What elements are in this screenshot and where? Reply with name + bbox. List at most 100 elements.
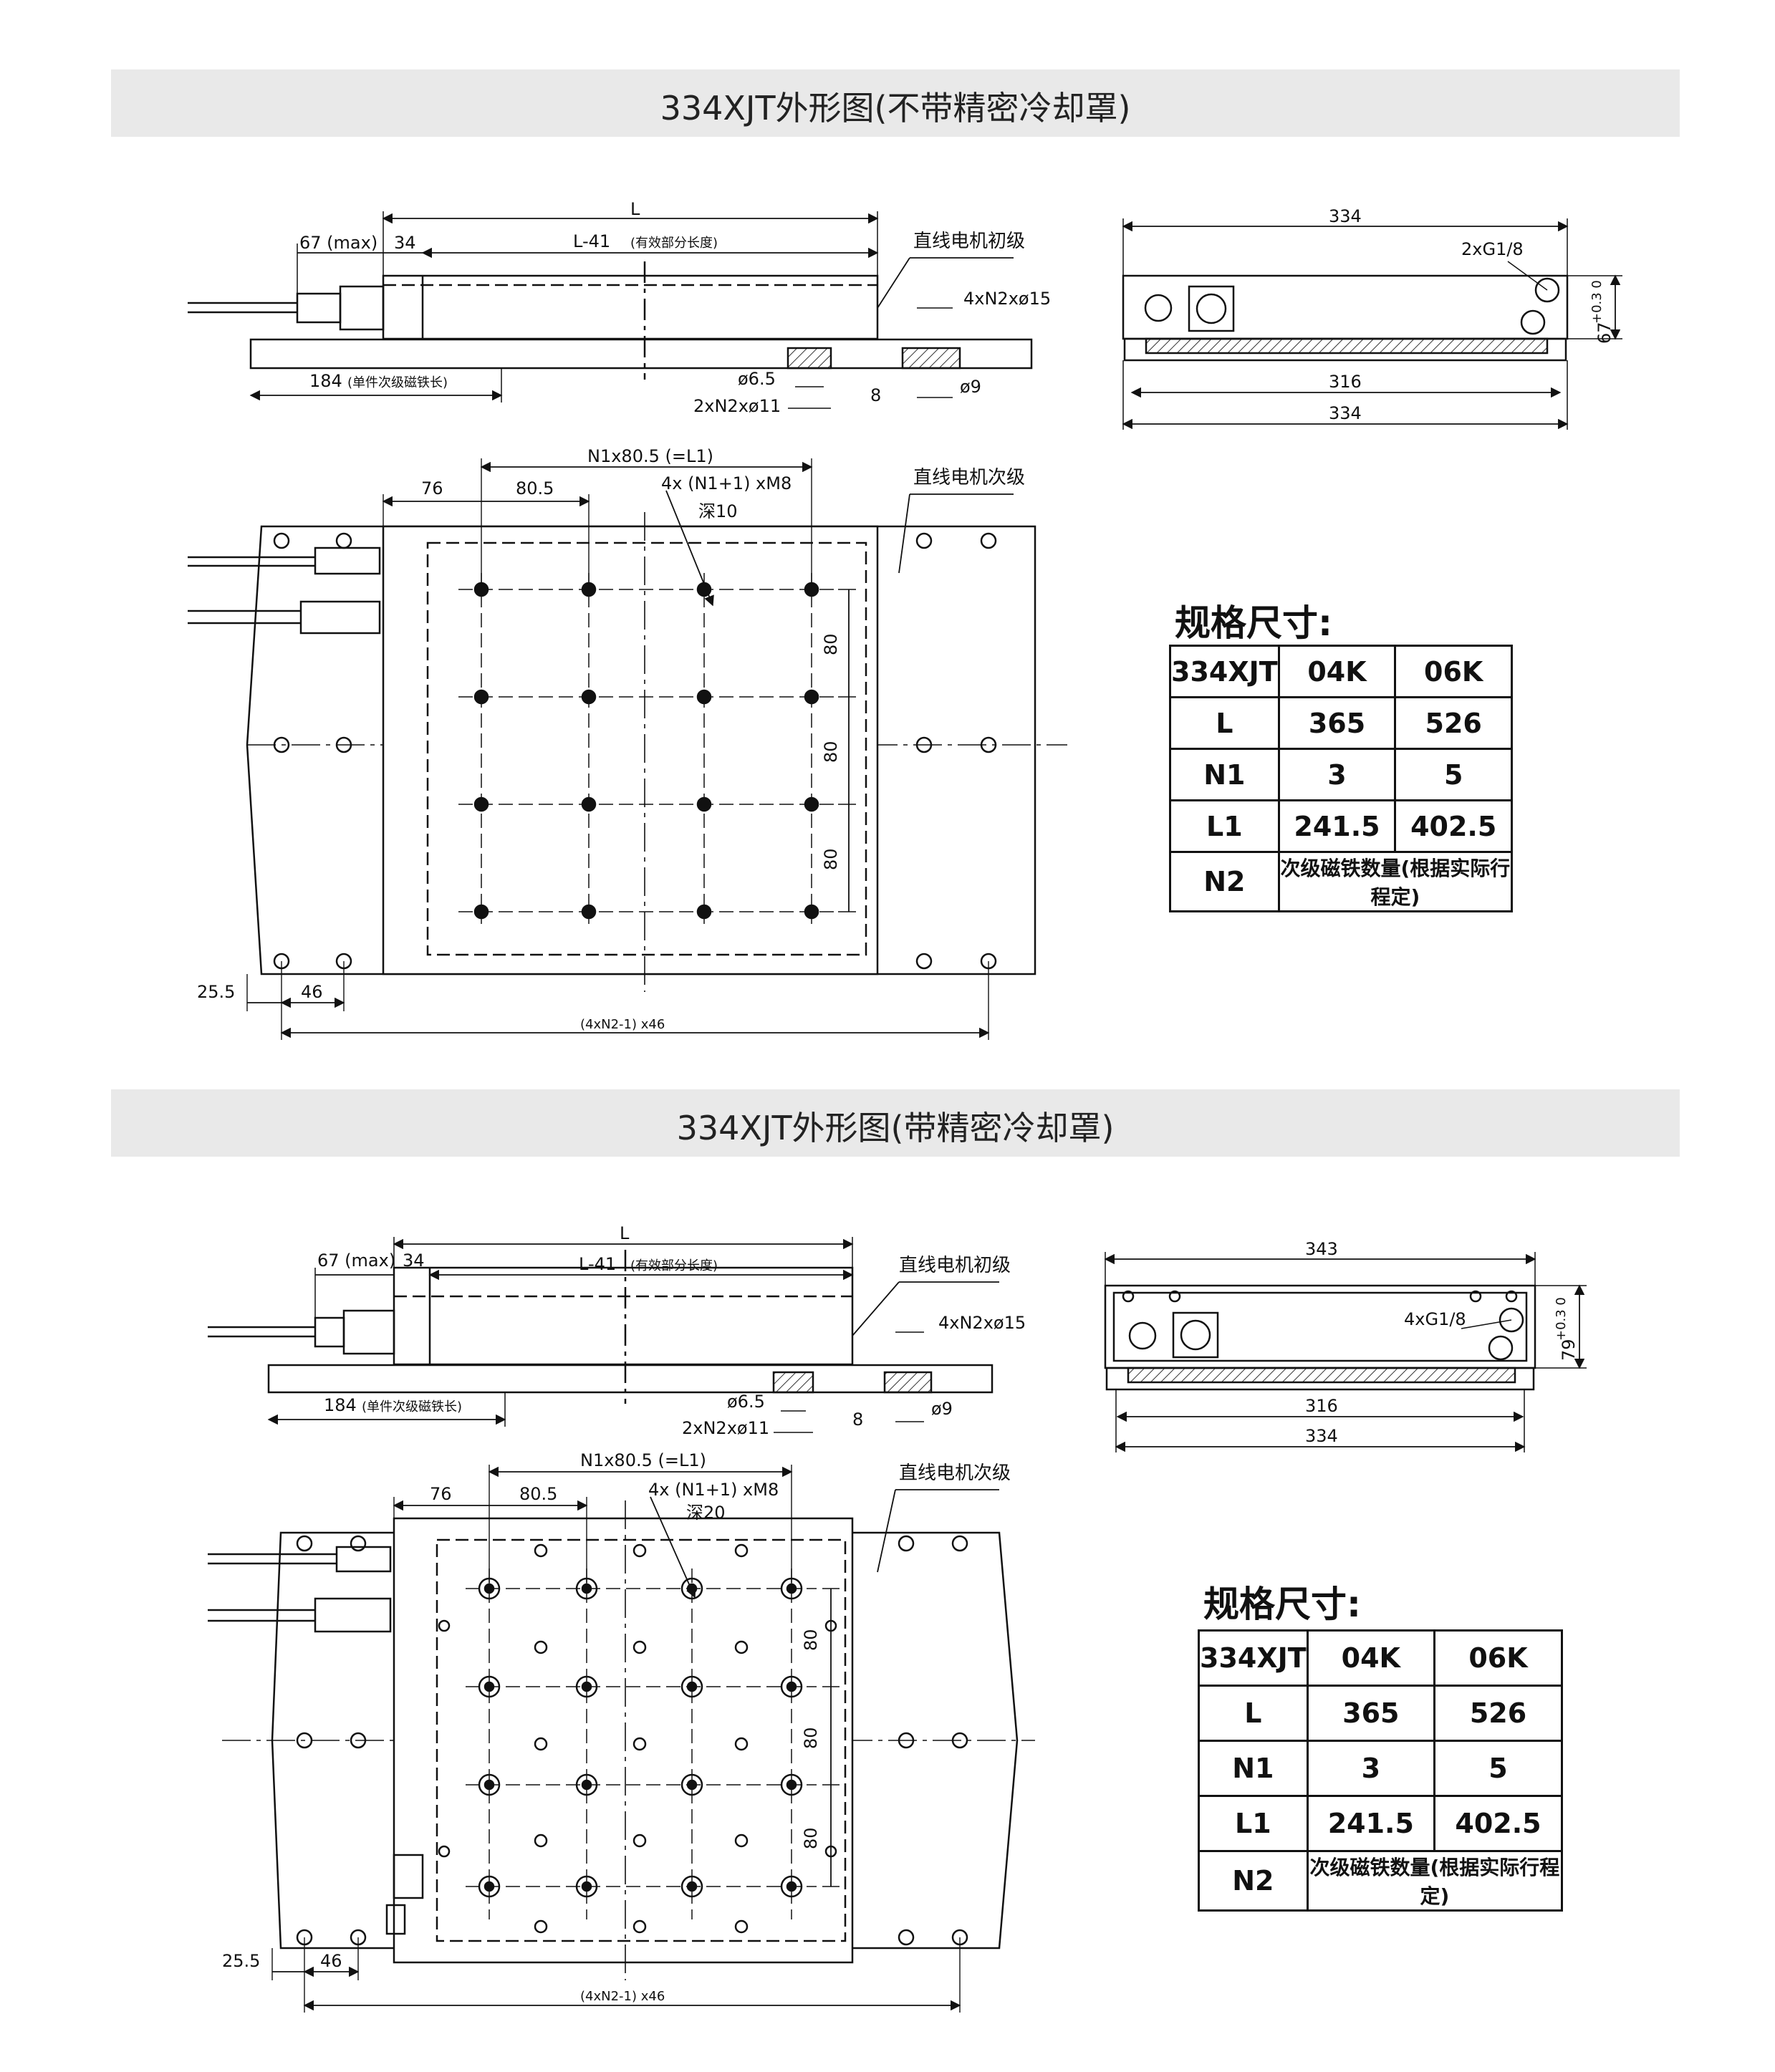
dim-6-5-2: ø6.5	[727, 1392, 765, 1412]
dim-n1: N1x80.5 (=L1)	[587, 446, 713, 466]
end-dim-height-2: 79	[1559, 1339, 1579, 1361]
holes-depth: 深10	[698, 501, 738, 521]
dim-2xN2x11-2: 2xN2xø11	[682, 1418, 769, 1438]
section-2-side-labels: L L-41 (有效部分长度) 67 (max) 34 184 (单件次级磁铁长…	[317, 1223, 1026, 1438]
dim-184-note: (单件次级磁铁长)	[347, 375, 448, 390]
spec-cell: 04K	[1306, 1629, 1435, 1687]
dim-8-2: 8	[852, 1410, 863, 1430]
spec-cell: L1	[1198, 1795, 1309, 1852]
dim-184-2: 184	[324, 1395, 357, 1415]
end-dim-height: 67	[1594, 322, 1615, 344]
dim-46-2: 46	[320, 1951, 342, 1971]
dim-80-c: 80	[821, 848, 841, 870]
end-dim-top: 334	[1329, 206, 1362, 226]
section-2-end-labels: 343 316 334 4xG1/8 79 +0.3 0	[1305, 1239, 1579, 1446]
dim-80-a-2: 80	[801, 1629, 821, 1651]
dim-4xN2x15-2: 4xN2xø15	[938, 1313, 1026, 1333]
dim-L-41-note-2: (有效部分长度)	[630, 1258, 718, 1273]
spec-cell: L	[1169, 696, 1280, 750]
spec-cell: L1	[1169, 799, 1280, 853]
spec-cell: 04K	[1277, 645, 1397, 698]
spec-cell: 402.5	[1394, 799, 1513, 853]
end-dim-bottom-2: 334	[1305, 1426, 1338, 1446]
secondary-label-2: 直线电机次级	[899, 1463, 1011, 1484]
dim-80-c-2: 80	[801, 1827, 821, 1849]
primary-label: 直线电机初级	[913, 231, 1025, 252]
spec-table-2: 334XJT 04K 06K L 365 526 N1 3 5 L1 241.5…	[1198, 1629, 1564, 1912]
dim-34: 34	[394, 233, 416, 253]
end-dim-316: 316	[1329, 372, 1362, 392]
dim-80-a: 80	[821, 633, 841, 655]
dim-80-5: 80.5	[516, 478, 554, 498]
section-1-end-labels: 334 316 334 2xG1/8 67 +0.3 0	[1329, 206, 1615, 423]
dim-25-5: 25.5	[197, 982, 235, 1002]
spec-cell: 365	[1277, 696, 1397, 750]
spec-cell: L	[1198, 1685, 1309, 1742]
dim-9-2: ø9	[931, 1399, 953, 1419]
end-height-tol-2: +0.3 0	[1554, 1297, 1569, 1341]
spec-cell: 334XJT	[1198, 1629, 1309, 1687]
dim-span: (4xN2-1) x46	[580, 1017, 665, 1032]
section-1-banner: 334XJT外形图(不带精密冷却罩)	[111, 69, 1680, 137]
spec-cell: 365	[1306, 1685, 1435, 1742]
spec-cell: N1	[1169, 748, 1280, 801]
spec-cell: 3	[1277, 748, 1397, 801]
dim-80-b: 80	[821, 741, 841, 763]
section-2-side-view	[208, 1237, 999, 1433]
section-2-top-labels: N1x80.5 (=L1) 76 80.5 4x (N1+1) xM8 深20 …	[222, 1450, 1011, 2004]
dim-L-41: L-41	[573, 231, 610, 251]
end-dim-top-2: 343	[1305, 1239, 1338, 1259]
section-1-side-labels: L L-41 (有效部分长度) 67 (max) 34 184 (单件次级磁铁长…	[299, 199, 1051, 416]
section-2-end-view	[1104, 1252, 1587, 1452]
end-thread-2: 4xG1/8	[1404, 1309, 1466, 1329]
dim-184: 184	[309, 371, 342, 391]
dim-80-b-2: 80	[801, 1727, 821, 1749]
spec-cell: N2	[1169, 851, 1280, 912]
section-1-end-view	[1122, 218, 1622, 430]
section-2-banner: 334XJT外形图(带精密冷却罩)	[111, 1089, 1680, 1157]
dim-80-5-2: 80.5	[519, 1484, 557, 1504]
dim-9: ø9	[960, 377, 981, 397]
end-dim-bottom: 334	[1329, 403, 1362, 423]
dim-25-5-2: 25.5	[222, 1951, 260, 1971]
dim-2xN2x11: 2xN2xø11	[693, 396, 781, 416]
spec-cell: 06K	[1433, 1629, 1564, 1687]
dim-34-2: 34	[403, 1251, 425, 1271]
dim-n1-2: N1x80.5 (=L1)	[580, 1450, 706, 1470]
end-thread: 2xG1/8	[1461, 239, 1524, 259]
section-1-title: 334XJT外形图(不带精密冷却罩)	[660, 89, 1131, 127]
holes-depth-2: 深20	[686, 1503, 726, 1523]
section-2-top-view	[208, 1465, 1035, 2013]
spec-cell: 5	[1433, 1740, 1564, 1797]
dim-8: 8	[870, 385, 881, 405]
holes-spec: 4x (N1+1) xM8	[661, 473, 792, 493]
primary-label-2: 直线电机初级	[899, 1255, 1011, 1276]
dim-L-41-note: (有效部分长度)	[630, 236, 718, 251]
spec-cell: 3	[1306, 1740, 1435, 1797]
dim-67max-2: 67 (max)	[317, 1251, 395, 1271]
end-dim-316-2: 316	[1305, 1396, 1338, 1416]
spec-cell: 526	[1394, 696, 1513, 750]
spec-cell: N2	[1198, 1850, 1309, 1912]
holes-spec-2: 4x (N1+1) xM8	[648, 1480, 779, 1500]
secondary-label: 直线电机次级	[913, 467, 1025, 488]
dim-L: L	[630, 199, 640, 219]
dim-6-5: ø6.5	[738, 369, 776, 389]
spec-note: 次级磁铁数量(根据实际行程定)	[1277, 851, 1514, 912]
dim-L-2: L	[620, 1223, 630, 1243]
spec-cell: N1	[1198, 1740, 1309, 1797]
spec-cell: 06K	[1394, 645, 1513, 698]
dim-46: 46	[301, 982, 323, 1002]
spec-cell: 526	[1433, 1685, 1564, 1742]
spec-cell: 241.5	[1306, 1795, 1435, 1852]
spec-cell: 5	[1394, 748, 1513, 801]
dim-76: 76	[421, 478, 443, 498]
section-2-title: 334XJT外形图(带精密冷却罩)	[676, 1109, 1115, 1147]
spec-cell: 334XJT	[1169, 645, 1280, 698]
spec-note-2: 次级磁铁数量(根据实际行程定)	[1306, 1850, 1564, 1912]
section-1-top-labels: N1x80.5 (=L1) 76 80.5 4x (N1+1) xM8 深10 …	[197, 446, 1025, 1032]
section-1-top-view	[188, 458, 1067, 1040]
spec-cell: 241.5	[1277, 799, 1397, 853]
dim-76-2: 76	[430, 1484, 452, 1504]
